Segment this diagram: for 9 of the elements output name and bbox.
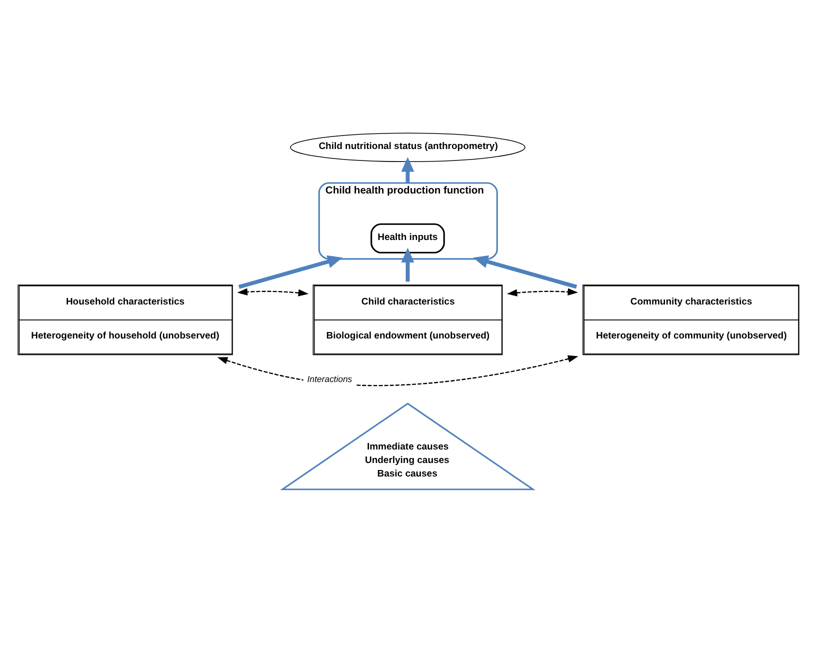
- arrow: [401, 248, 414, 282]
- arrow: [238, 255, 343, 289]
- arrow: [237, 288, 309, 296]
- arrow: [401, 156, 414, 183]
- node-box: Health inputs: [370, 223, 445, 254]
- arrow: [473, 255, 578, 289]
- edge-label: Interactions: [307, 374, 352, 384]
- node-ellipse: Child nutritional status (anthropometry): [290, 132, 526, 162]
- arrow: [506, 288, 578, 296]
